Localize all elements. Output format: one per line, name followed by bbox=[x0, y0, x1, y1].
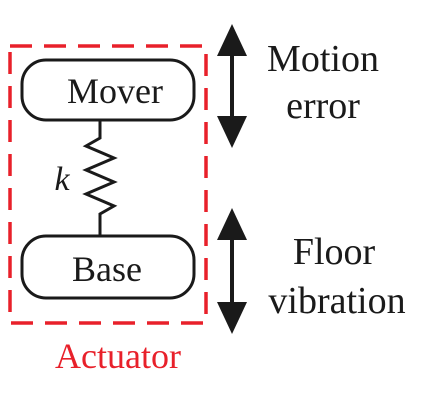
floor-vibration-label-line1: Floor bbox=[293, 231, 376, 273]
spring-constant-label: k bbox=[54, 161, 70, 198]
mover-label: Mover bbox=[67, 71, 163, 111]
motion-error-label-line1: Motion bbox=[267, 38, 379, 80]
base-label: Base bbox=[72, 249, 142, 289]
floor-vibration-double-arrow-icon bbox=[217, 208, 247, 334]
base-block bbox=[20, 234, 196, 300]
actuator-label: Actuator bbox=[55, 336, 181, 376]
spring bbox=[82, 120, 118, 236]
floor-vibration-label-line2: vibration bbox=[268, 280, 405, 322]
motion-error-label-line2: error bbox=[286, 85, 360, 127]
mover-block bbox=[20, 58, 196, 122]
motion-error-double-arrow-icon bbox=[217, 24, 247, 148]
